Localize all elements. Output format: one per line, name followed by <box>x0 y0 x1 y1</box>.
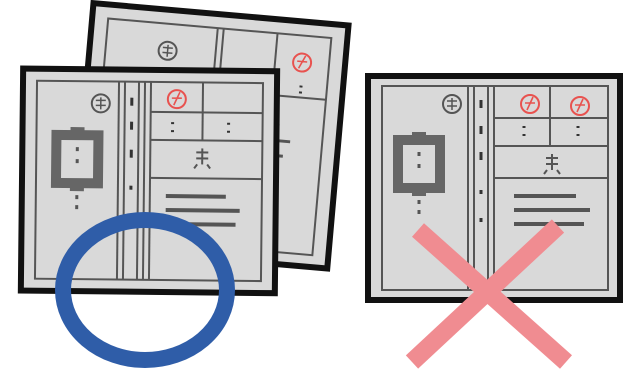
single-form-sheet <box>368 76 620 300</box>
front-form-sheet <box>21 69 277 294</box>
